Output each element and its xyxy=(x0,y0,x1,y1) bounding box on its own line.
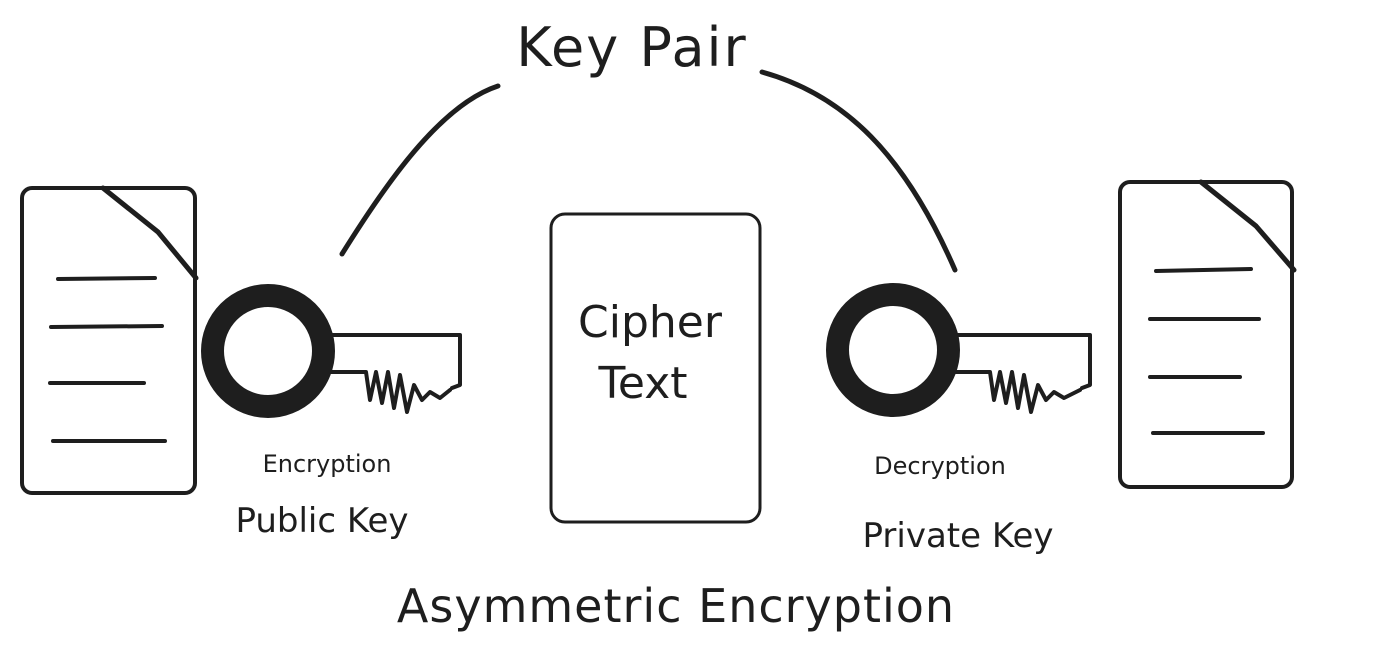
private-key-caption: Decryption xyxy=(874,452,1006,480)
ciphertext-box xyxy=(549,212,762,524)
diagram-title: Key Pair xyxy=(516,16,748,79)
key-icon xyxy=(201,284,462,418)
plaintext-document-right xyxy=(1118,179,1297,489)
key-pair-connector-left xyxy=(339,83,501,257)
public-key xyxy=(201,284,462,418)
key-icon xyxy=(826,283,1092,417)
private-key-label: Private Key xyxy=(863,516,1054,556)
public-key-label: Public Key xyxy=(235,501,408,541)
document-icon xyxy=(1118,179,1297,489)
key-pair-connector-right xyxy=(759,69,958,273)
ciphertext-line1: Cipher xyxy=(578,297,723,348)
plaintext-document-left xyxy=(20,185,199,495)
public-key-caption: Encryption xyxy=(263,450,392,478)
diagram-footer: Asymmetric Encryption xyxy=(397,579,955,633)
document-icon xyxy=(20,185,199,495)
private-key xyxy=(826,283,1092,417)
ciphertext-line2: Text xyxy=(598,358,688,409)
